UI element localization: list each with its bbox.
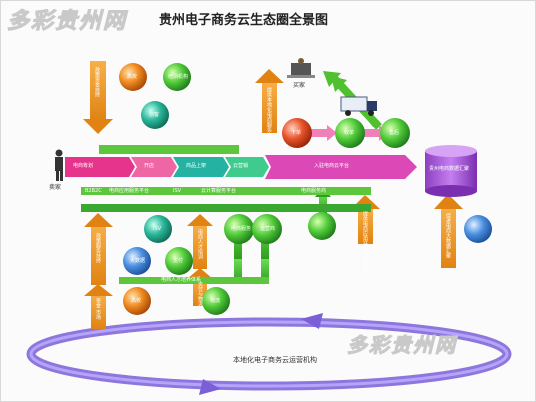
circle-bigdata <box>123 247 151 275</box>
buyer-label: 买家 <box>293 82 306 89</box>
arrow-data-aggregate <box>434 194 463 268</box>
vbar-policy-capital: 政策资金扶持 <box>94 67 100 97</box>
database-cylinder <box>425 145 477 197</box>
row2-item-4: 云计算服务平台 <box>201 188 237 194</box>
bar-training-system <box>119 277 269 284</box>
circle-label-6: 售后 <box>389 130 400 136</box>
circle-maker <box>141 101 169 129</box>
circle-bottom <box>202 287 230 315</box>
circle-label-10: 大数据 <box>130 258 146 264</box>
circle-aftersale <box>380 118 410 148</box>
pipeline-step-1: 电商筹划 <box>73 163 94 169</box>
vbar-payment: 支付与物流 <box>197 281 203 306</box>
circle-receive <box>335 118 365 148</box>
bottom-label: 本地化电子商务云运营机构 <box>233 356 317 364</box>
circle-payment <box>165 247 193 275</box>
watermark-bottom: 多彩贵州网 <box>347 333 457 357</box>
circle-data <box>464 215 492 243</box>
bar-top-green <box>99 145 239 154</box>
seller-person-icon <box>55 149 63 181</box>
cycle-ring <box>26 313 512 395</box>
vbar-app-dev: 提供电商应用开发与云服务 <box>362 211 368 271</box>
pipeline-step-2: 开店 <box>144 163 155 169</box>
circle-label-11: 支付 <box>173 258 184 264</box>
pipeline-step-4: 云营销 <box>233 163 249 169</box>
circle-label-2: 培训机构 <box>168 74 189 80</box>
truck-icon <box>340 96 377 116</box>
circle-university-2 <box>123 287 151 315</box>
training-system-label: 电商人才培养体系 <box>161 277 202 283</box>
main-pipeline <box>65 155 417 179</box>
row2-item-3: ISV <box>173 188 182 194</box>
pipeline-step-5: 入驻电商云平台 <box>314 163 350 169</box>
arrow-policy-service <box>84 213 113 285</box>
circle-label-12: 高校 <box>131 298 142 304</box>
page-title: 贵州电子商务云生态圈全景图 <box>159 13 329 28</box>
arrow-capital-market <box>84 284 113 329</box>
circle-isv <box>144 215 172 243</box>
circle-order <box>282 118 312 148</box>
circle-training <box>163 63 191 91</box>
circle-label-7: ISV <box>153 226 162 232</box>
database-label: 贵州电商数据汇聚 <box>429 166 470 172</box>
circle-operator <box>252 214 282 244</box>
vbar-capital-market: 资金 市场 <box>95 298 101 320</box>
arrow-local-service <box>255 69 284 133</box>
bar-row2a <box>81 187 371 195</box>
seller-label: 卖家 <box>49 184 62 191</box>
vbar-policy-service: 政策服务扶持 <box>95 233 101 263</box>
arrow-policy-capital <box>83 61 113 134</box>
circle-label-9: 运营商 <box>260 226 276 232</box>
buyer-laptop-icon <box>287 58 315 78</box>
circle-label-13: 物流 <box>210 298 221 304</box>
row2-item-1: B2B2C <box>85 188 102 194</box>
circle-service <box>224 214 254 244</box>
vbar-local-service: 提供本地化电商服务支撑 <box>266 87 272 142</box>
watermark-top: 多彩贵州网 <box>6 9 128 34</box>
vbar-data-aggregate: 促进电商大数据汇聚 <box>445 213 451 258</box>
circle-label-1: 高校 <box>127 74 138 80</box>
circle-university <box>119 63 147 91</box>
circle-label-4: 下单 <box>291 130 302 136</box>
circle-label-3: 创客 <box>149 112 160 118</box>
vbar-training: 电商人才培训 <box>197 229 203 259</box>
row2-item-2: 电商应用服务平台 <box>109 188 150 194</box>
circle-logistics <box>308 212 336 240</box>
circle-label-8: 电商服务 <box>231 226 252 232</box>
circle-label-5: 收单 <box>344 130 355 136</box>
row2-item-5: 电商服务商 <box>301 188 327 194</box>
bar-row2b <box>81 204 371 212</box>
pipeline-step-3: 商品上架 <box>186 163 207 169</box>
arrow-training <box>187 214 213 269</box>
